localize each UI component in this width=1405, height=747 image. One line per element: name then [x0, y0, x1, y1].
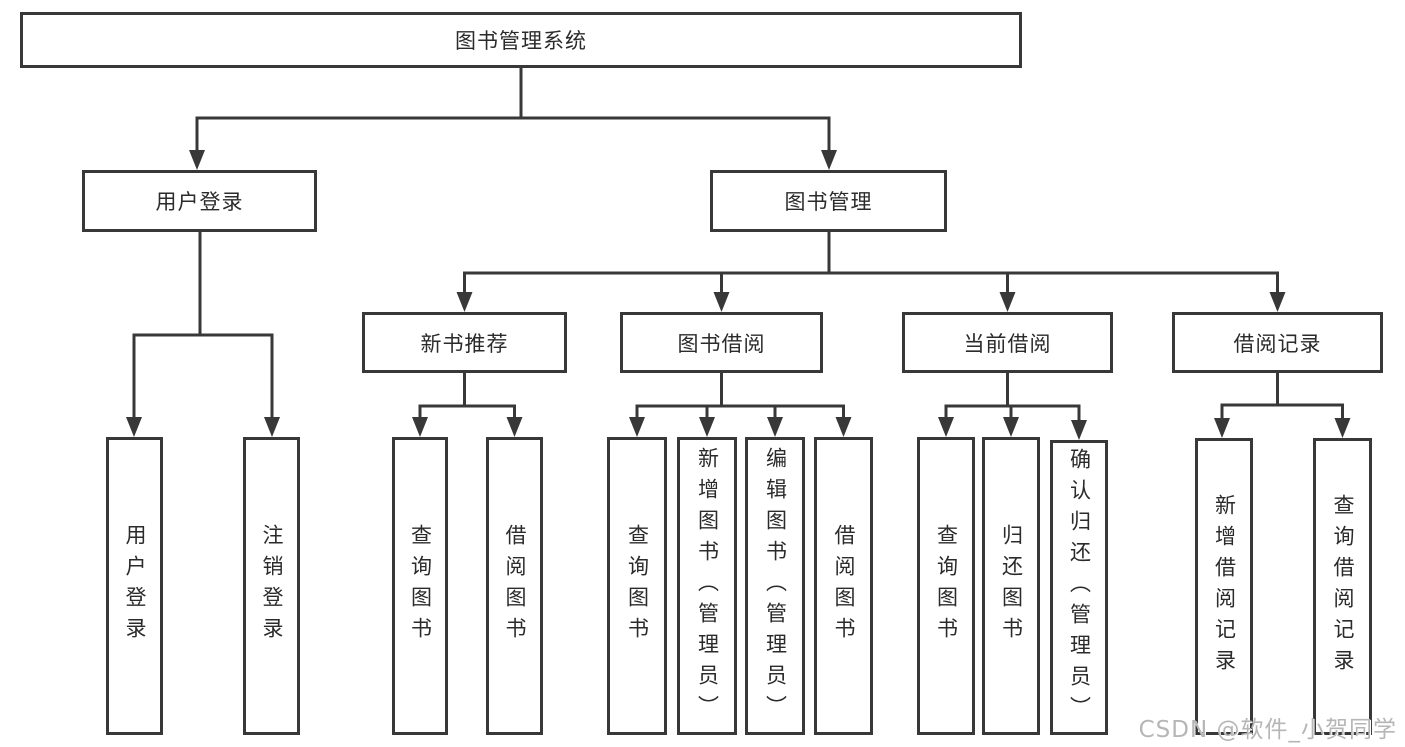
leaf-borrow-query-book: 查询图书: [607, 437, 667, 735]
leaf-records-query-record: 查询借阅记录: [1313, 438, 1372, 735]
arrowheads-borrow: [629, 417, 852, 437]
node-borrowing-records: 借阅记录: [1172, 312, 1383, 373]
leaf-label: 查询图书: [934, 524, 959, 648]
node-library-management-system: 图书管理系统: [20, 12, 1022, 68]
leaf-borrow-borrow-book: 借阅图书: [814, 437, 873, 735]
connector-borrow-to-leaves: [635, 373, 845, 418]
connector-root-to-level2: [195, 67, 831, 151]
leaf-recommend-query-book: 查询图书: [392, 437, 448, 735]
connector-current-to-leaves: [944, 373, 1081, 421]
arrowheads-userlogin: [126, 417, 280, 437]
leaf-recommend-borrow-book: 借阅图书: [486, 437, 543, 735]
connector-recommend-to-leaves: [418, 373, 516, 418]
leaf-label: 查询图书: [625, 524, 650, 648]
leaf-label: 用户登录: [123, 524, 147, 648]
node-label: 图书管理系统: [455, 29, 587, 53]
node-label: 图书借阅: [677, 331, 766, 356]
leaf-user-login: 用户登录: [106, 437, 163, 735]
arrowheads-records: [1214, 418, 1351, 438]
leaf-current-query-book: 查询图书: [917, 437, 975, 735]
node-user-login: 用户登录: [82, 170, 317, 232]
leaf-label: 新增图书（管理员）: [695, 446, 720, 726]
leaf-label: 注销登录: [260, 524, 284, 648]
arrowheads-level3: [456, 292, 1286, 312]
arrowheads-current: [938, 417, 1087, 440]
leaf-label: 查询借阅记录: [1331, 493, 1355, 680]
node-book-management: 图书管理: [710, 170, 947, 232]
arrowheads-level2: [189, 150, 837, 170]
node-label: 图书管理: [784, 190, 873, 214]
leaf-label: 借阅图书: [832, 524, 856, 648]
node-label: 当前借阅: [963, 331, 1052, 356]
leaf-borrow-edit-book-admin: 编辑图书（管理员）: [745, 437, 805, 735]
leaf-label: 归还图书: [999, 524, 1024, 648]
leaf-label: 新增借阅记录: [1212, 493, 1237, 680]
connector-bookmgmt-to-level3: [463, 232, 1279, 293]
leaf-logout: 注销登录: [243, 437, 300, 735]
arrowheads-recommend: [412, 417, 523, 437]
leaf-label: 编辑图书（管理员）: [763, 446, 788, 726]
leaf-borrow-add-book-admin: 新增图书（管理员）: [677, 437, 737, 735]
leaf-label: 查询图书: [408, 524, 433, 648]
leaf-records-add-record: 新增借阅记录: [1195, 438, 1253, 735]
node-label: 新书推荐: [420, 331, 509, 356]
node-current-borrowing: 当前借阅: [902, 312, 1113, 373]
node-label: 用户登录: [155, 190, 244, 214]
leaf-label: 借阅图书: [503, 524, 527, 648]
node-book-borrowing: 图书借阅: [620, 312, 823, 373]
csdn-watermark: CSDN @软件_小贺同学: [1138, 717, 1397, 743]
leaf-label: 确认归还（管理员）: [1067, 448, 1092, 727]
connector-records-to-leaves: [1220, 373, 1344, 418]
node-new-book-recommend: 新书推荐: [362, 312, 567, 373]
leaf-current-confirm-return-admin: 确认归还（管理员）: [1050, 440, 1108, 735]
node-label: 借阅记录: [1233, 331, 1322, 356]
connector-userlogin-to-leaves: [132, 232, 274, 418]
leaf-current-return-book: 归还图书: [982, 437, 1040, 735]
